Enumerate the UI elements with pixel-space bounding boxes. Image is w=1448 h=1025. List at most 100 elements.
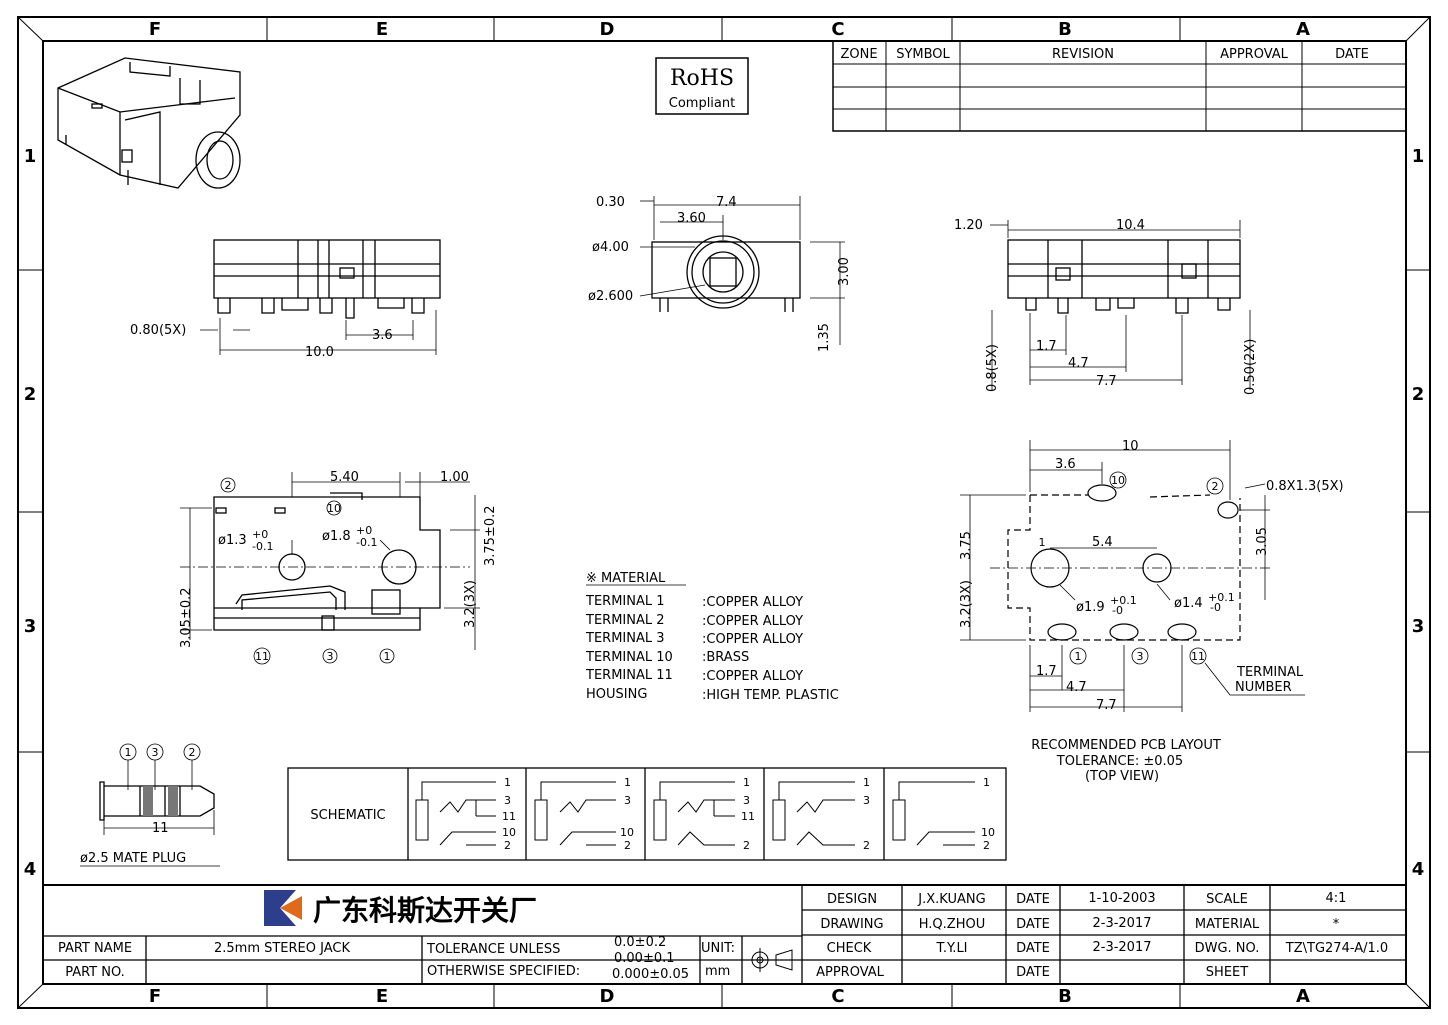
svg-text:10: 10 (327, 502, 341, 515)
svg-text:DATE: DATE (1016, 941, 1050, 956)
svg-text:ø1.8: ø1.8 (322, 529, 351, 544)
svg-text:3: 3 (327, 650, 334, 663)
projection-symbol (748, 948, 793, 972)
svg-text:1: 1 (743, 776, 750, 789)
svg-text:2: 2 (983, 839, 990, 852)
svg-text:1: 1 (1039, 536, 1046, 549)
svg-text:ø1.4: ø1.4 (1174, 596, 1203, 611)
svg-text:4:1: 4:1 (1326, 891, 1347, 906)
pcb-layout: 10 2 1 3 11 1 10 3.6 0.8X1.3(5X) 3.75 3.… (959, 439, 1344, 784)
svg-text:3.05: 3.05 (1255, 527, 1270, 556)
svg-text:PART NO.: PART NO. (65, 965, 125, 980)
svg-text:10: 10 (1111, 474, 1125, 487)
row-label-4: 4 (24, 859, 37, 880)
svg-text:2: 2 (743, 839, 750, 852)
svg-text:1: 1 (125, 746, 132, 759)
svg-text:TZ\TG274-A/1.0: TZ\TG274-A/1.0 (1285, 941, 1388, 956)
row-label-3: 3 (24, 616, 37, 637)
svg-text::COPPER ALLOY: :COPPER ALLOY (702, 632, 803, 647)
svg-text:11: 11 (255, 650, 269, 663)
svg-text:3: 3 (743, 794, 750, 807)
svg-text:11: 11 (741, 810, 755, 823)
svg-text:TERMINAL 3: TERMINAL 3 (585, 631, 665, 646)
svg-text:DRAWING: DRAWING (820, 917, 883, 932)
row-label-2: 2 (24, 384, 37, 405)
col-label-d: D (600, 19, 615, 40)
rohs-mark: RoHS Compliant (655, 57, 749, 115)
svg-text:1.7: 1.7 (1036, 339, 1057, 354)
col-label-b-bottom: B (1058, 986, 1072, 1007)
svg-text::COPPER ALLOY: :COPPER ALLOY (702, 614, 803, 629)
svg-text:1: 1 (384, 650, 391, 663)
svg-text:TERMINAL: TERMINAL (1236, 665, 1304, 680)
svg-text:3.6: 3.6 (372, 328, 393, 343)
svg-text:MATERIAL: MATERIAL (1195, 917, 1260, 932)
svg-text:0.0±0.2: 0.0±0.2 (614, 935, 666, 950)
svg-text:2: 2 (225, 479, 232, 492)
svg-text:TERMINAL 2: TERMINAL 2 (585, 613, 665, 628)
title-block: 广东科斯达开关厂 DESIGN J.X.KUANG DATE 1-10-2003… (43, 884, 1406, 984)
isometric-view (57, 57, 241, 189)
svg-text:+0: +0 (356, 524, 372, 537)
svg-text:-0.1: -0.1 (356, 536, 377, 549)
rev-header-zone: ZONE (840, 47, 877, 62)
svg-text:10: 10 (981, 826, 995, 839)
svg-text:+0.1: +0.1 (1208, 591, 1235, 604)
svg-text::COPPER ALLOY: :COPPER ALLOY (702, 669, 803, 684)
svg-text:DATE: DATE (1016, 892, 1050, 907)
svg-text:mm: mm (705, 964, 730, 979)
svg-text:5.4: 5.4 (1092, 535, 1113, 550)
svg-text:PART NAME: PART NAME (58, 941, 132, 956)
svg-text:J.X.KUANG: J.X.KUANG (917, 892, 985, 907)
rev-header-symbol: SYMBOL (896, 47, 950, 62)
svg-text:CHECK: CHECK (827, 941, 872, 956)
col-label-c: C (831, 19, 844, 40)
svg-text:Compliant: Compliant (669, 96, 735, 111)
svg-text:3.2(3X): 3.2(3X) (959, 580, 974, 628)
svg-text:APPROVAL: APPROVAL (816, 965, 885, 980)
svg-text:3.00: 3.00 (837, 257, 852, 286)
row-label-3-right: 3 (1412, 616, 1425, 637)
row-label-1-right: 1 (1412, 146, 1425, 167)
svg-text:3.75±0.2: 3.75±0.2 (483, 505, 498, 566)
row-label-4-right: 4 (1412, 859, 1425, 880)
svg-text:5.40: 5.40 (330, 470, 359, 485)
col-label-c-bottom: C (831, 986, 844, 1007)
svg-text:HOUSING: HOUSING (586, 687, 647, 702)
svg-text::BRASS: :BRASS (702, 650, 749, 665)
svg-text:0.8X1.3(5X): 0.8X1.3(5X) (1266, 479, 1344, 494)
svg-text:0.30: 0.30 (596, 195, 625, 210)
svg-text:1.35: 1.35 (817, 323, 832, 352)
svg-text:1: 1 (504, 776, 511, 789)
col-label-e-bottom: E (376, 986, 388, 1007)
svg-text:1: 1 (983, 776, 990, 789)
svg-text:ø2.600: ø2.600 (588, 289, 633, 304)
svg-text:4.7: 4.7 (1068, 356, 1089, 371)
svg-text:0.000±0.05: 0.000±0.05 (612, 967, 689, 982)
svg-text:3: 3 (863, 794, 870, 807)
svg-text:4.7: 4.7 (1066, 680, 1087, 695)
svg-text:10.0: 10.0 (305, 345, 334, 360)
schematic-label: SCHEMATIC (310, 808, 385, 823)
svg-text:OTHERWISE SPECIFIED:: OTHERWISE SPECIFIED: (427, 964, 580, 979)
revision-table: ZONE SYMBOL REVISION APPROVAL DATE (832, 40, 1407, 132)
svg-text:DWG. NO.: DWG. NO. (1195, 941, 1260, 956)
svg-text:ø2.5 MATE PLUG: ø2.5 MATE PLUG (80, 851, 186, 866)
svg-text:ø1.9: ø1.9 (1076, 600, 1105, 615)
svg-text:3: 3 (624, 794, 631, 807)
svg-text:0.50(2X): 0.50(2X) (1243, 339, 1258, 395)
svg-text:(TOP VIEW): (TOP VIEW) (1085, 769, 1159, 784)
col-label-d-bottom: D (600, 986, 615, 1007)
col-label-e: E (376, 19, 388, 40)
material-title: ※ MATERIAL (586, 571, 666, 586)
svg-text:2: 2 (624, 839, 631, 852)
svg-text:10.4: 10.4 (1116, 218, 1145, 233)
svg-text:1-10-2003: 1-10-2003 (1088, 891, 1155, 906)
svg-text::HIGH TEMP. PLASTIC: :HIGH TEMP. PLASTIC (702, 688, 839, 703)
svg-text:TERMINAL 11: TERMINAL 11 (585, 668, 673, 683)
col-label-f-bottom: F (149, 986, 161, 1007)
front-view: 0.30 7.4 3.60 ø4.00 ø2.600 3.00 1.35 (588, 195, 852, 352)
col-label-a-bottom: A (1296, 986, 1310, 1007)
drawing-frame (17, 16, 1431, 1009)
svg-text:2: 2 (504, 839, 511, 852)
